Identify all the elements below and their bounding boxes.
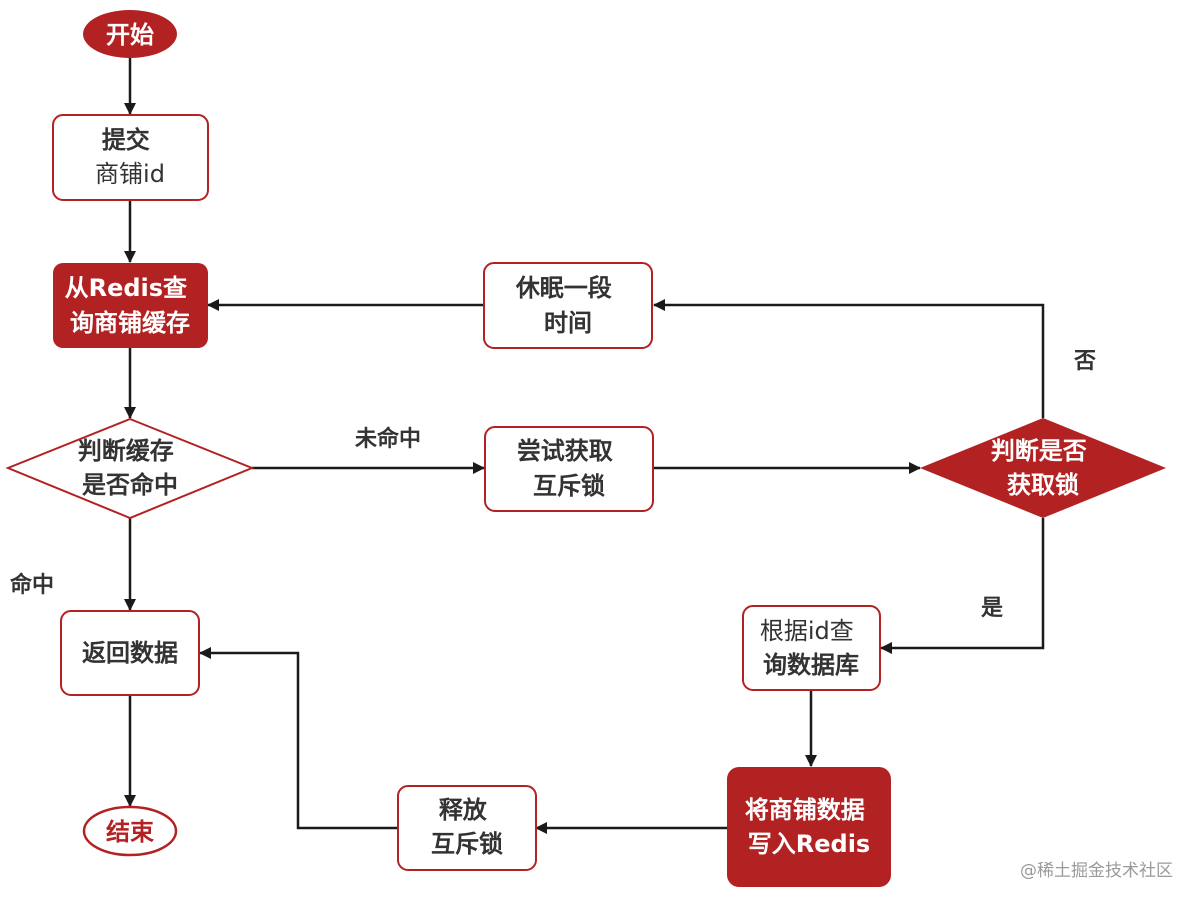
edge-label-yes: 是 xyxy=(981,596,1003,621)
svg-text:结束: 结束 xyxy=(106,818,155,846)
node-submit: 提交 商铺id xyxy=(52,114,209,201)
node-release-lock-line-1: 释放 xyxy=(439,796,488,824)
watermark: @稀土掘金技术社区 xyxy=(1020,861,1173,881)
node-write-redis-line-1: 将商铺数据 xyxy=(745,796,865,824)
node-release-lock-line-2: 互斥锁 xyxy=(431,830,503,858)
node-end-line-1: 结束 xyxy=(106,818,155,846)
svg-text:开始: 开始 xyxy=(106,21,154,49)
edge-check-lock-to-sleep xyxy=(653,299,1045,418)
edge-check-lock-to-query-db xyxy=(880,518,1045,654)
node-try-lock: 尝试获取 互斥锁 xyxy=(484,426,654,512)
node-return-data: 返回数据 xyxy=(60,610,200,696)
svg-text:休眠一段 时间: 休眠一段 时间 xyxy=(515,274,620,337)
node-start-line-1: 开始 xyxy=(106,21,154,49)
svg-text:将商铺数据 写入Redis: 将商铺数据 写入Redis xyxy=(745,796,873,858)
svg-text:尝试获取 互斥锁: 尝试获取 互斥锁 xyxy=(517,437,621,500)
node-submit-line-1: 提交 xyxy=(102,126,150,154)
node-sleep-line-2: 时间 xyxy=(544,309,592,337)
svg-text:判断缓存 是否命中: 判断缓存 是否命中 xyxy=(78,437,182,499)
svg-text:根据id查 询数据库: 根据id查 询数据库 xyxy=(760,617,862,679)
node-sleep: 休眠一段 时间 xyxy=(483,262,653,349)
edge-label-hit: 命中 xyxy=(10,572,54,598)
svg-text:从Redis查 询商铺缓存: 从Redis查 询商铺缓存 xyxy=(65,274,196,337)
node-check-lock: 判断是否 获取锁 xyxy=(920,418,1166,518)
edge-label-no: 否 xyxy=(1073,349,1096,374)
edge-label-miss: 未命中 xyxy=(355,426,421,452)
node-write-redis-line-2: 写入Redis xyxy=(748,830,870,858)
svg-text:释放 互斥锁: 释放 互斥锁 xyxy=(431,796,503,858)
node-submit-line-2: 商铺id xyxy=(95,160,165,188)
node-check-lock-line-2: 获取锁 xyxy=(1007,471,1079,499)
node-query-cache-line-1: 从Redis查 xyxy=(65,274,187,302)
node-try-lock-line-1: 尝试获取 xyxy=(517,437,613,465)
node-write-redis: 将商铺数据 写入Redis xyxy=(727,767,891,887)
node-query-cache: 从Redis查 询商铺缓存 xyxy=(53,263,208,348)
node-return-data-line-1: 返回数据 xyxy=(82,639,178,667)
svg-text:提交 商铺id: 提交 商铺id xyxy=(95,126,165,188)
node-try-lock-line-2: 互斥锁 xyxy=(533,472,605,500)
node-query-db-line-2: 询数据库 xyxy=(763,651,859,679)
node-sleep-line-1: 休眠一段 xyxy=(515,274,612,302)
node-start: 开始 xyxy=(83,10,177,58)
edge-release-lock-to-return-data xyxy=(199,647,398,830)
svg-text:判断是否 获取锁: 判断是否 获取锁 xyxy=(991,437,1095,499)
svg-text:返回数据: 返回数据 xyxy=(82,639,178,667)
node-release-lock: 释放 互斥锁 xyxy=(397,785,537,871)
node-query-db: 根据id查 询数据库 xyxy=(742,605,881,691)
node-query-cache-line-2: 询商铺缓存 xyxy=(70,309,190,337)
connectors xyxy=(124,58,1045,834)
node-check-hit-line-2: 是否命中 xyxy=(82,471,178,499)
node-query-db-line-1: 根据id查 xyxy=(760,617,854,645)
node-check-lock-line-1: 判断是否 xyxy=(991,437,1087,465)
node-end: 结束 xyxy=(82,805,178,857)
node-check-hit-line-1: 判断缓存 xyxy=(78,437,174,465)
node-check-hit: 判断缓存 是否命中 xyxy=(5,417,255,520)
